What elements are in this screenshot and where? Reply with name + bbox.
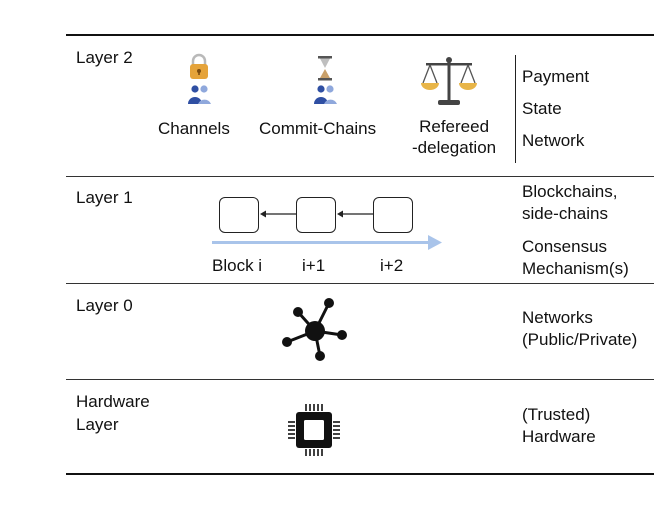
divider-layer0-hardware [66, 379, 654, 380]
scales-icon [421, 57, 477, 105]
block-i-label: Block i [212, 256, 263, 275]
refereed-delegation-label: Refereed -delegation [412, 117, 497, 157]
layer1-label: Layer 1 [76, 188, 133, 207]
bottom-rule [66, 473, 654, 475]
commit-chains-label: Commit-Chains [259, 119, 377, 138]
network-hub-icon [282, 298, 347, 361]
block-i-plus-2 [373, 197, 413, 233]
hardware-right-trusted: (Trusted) Hardware [522, 405, 596, 446]
divider-layer2-layer1 [66, 176, 654, 177]
layer2-right-separator [515, 55, 516, 163]
layer0-right-networks: Networks (Public/Private) [522, 308, 638, 349]
block-i [219, 197, 259, 233]
divider-layer1-layer0 [66, 283, 654, 284]
lock-users-icon [188, 53, 211, 104]
hardware-layer-label: Hardware Layer [76, 392, 150, 434]
block-i-plus-1-label: i+1 [302, 256, 326, 275]
block-i-plus-1 [296, 197, 336, 233]
chip-icon [288, 404, 340, 456]
chain-timeline-arrow [212, 235, 442, 250]
layer2-right-payment: Payment [522, 67, 590, 86]
layer2-right-state: State [522, 99, 562, 118]
layer1-right-consensus: Consensus Mechanism(s) [522, 237, 629, 278]
channels-label: Channels [158, 119, 230, 138]
block-link-arrow-1 [260, 210, 296, 218]
top-rule [66, 34, 654, 36]
layer0-label: Layer 0 [76, 296, 133, 315]
layer2-label: Layer 2 [76, 48, 133, 67]
block-link-arrow-2 [337, 210, 373, 218]
layer1-right-blockchains: Blockchains, side-chains [522, 182, 618, 223]
hourglass-users-icon [314, 56, 337, 104]
layer2-right-network: Network [522, 131, 585, 150]
block-i-plus-2-label: i+2 [380, 256, 404, 275]
